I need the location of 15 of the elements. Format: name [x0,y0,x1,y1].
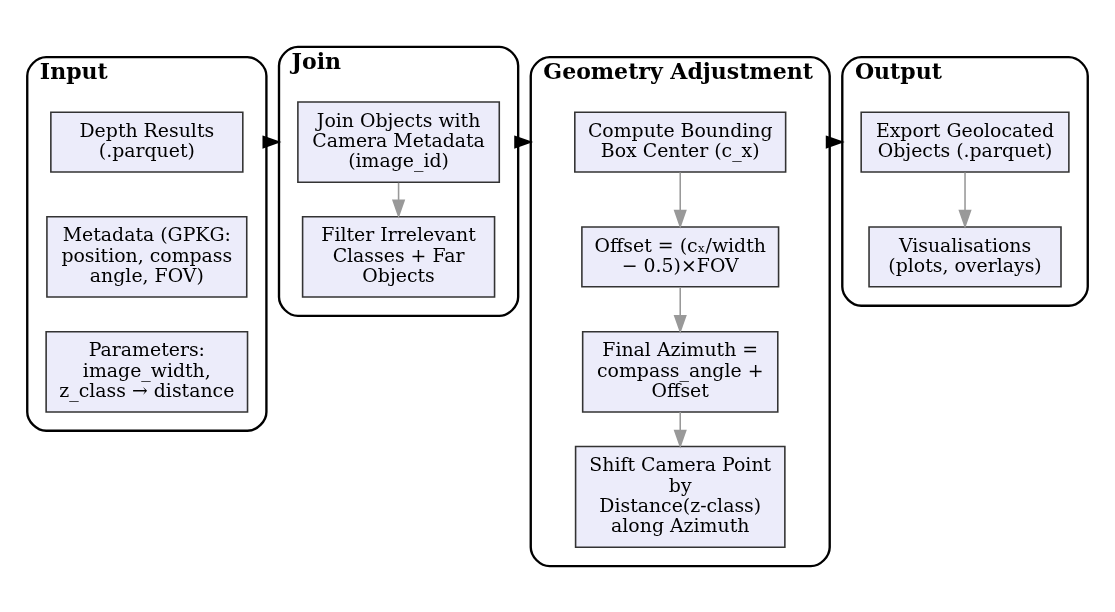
arrow [958,171,972,229]
node-box: Final Azimuth = compass_angle + Offset [581,330,779,413]
node-box: Export Geolocated Objects (.parquet) [860,110,1070,173]
arrow [673,171,687,229]
node-box: Visualisations (plots, overlays) [868,225,1062,288]
node-box: Compute Bounding Box Center (c_x) [574,110,787,173]
arrow [673,410,687,449]
node-box: Offset = (cₓ/width − 0.5)×FOV [581,225,780,288]
node-box: Join Objects with Camera Metadata (image_id) [297,100,501,183]
node-box: Parameters: image_width, z_class → distance [45,330,249,413]
arrow [673,286,687,334]
node-box: Filter Irrelevant Classes + Far Objects [301,215,496,298]
node-box: Depth Results (.parquet) [50,110,244,173]
node-box: Metadata (GPKG: position, compass angle, FOV) [46,215,248,298]
node-box: Shift Camera Point by Distance(z-class) along Azimuth [574,445,786,548]
